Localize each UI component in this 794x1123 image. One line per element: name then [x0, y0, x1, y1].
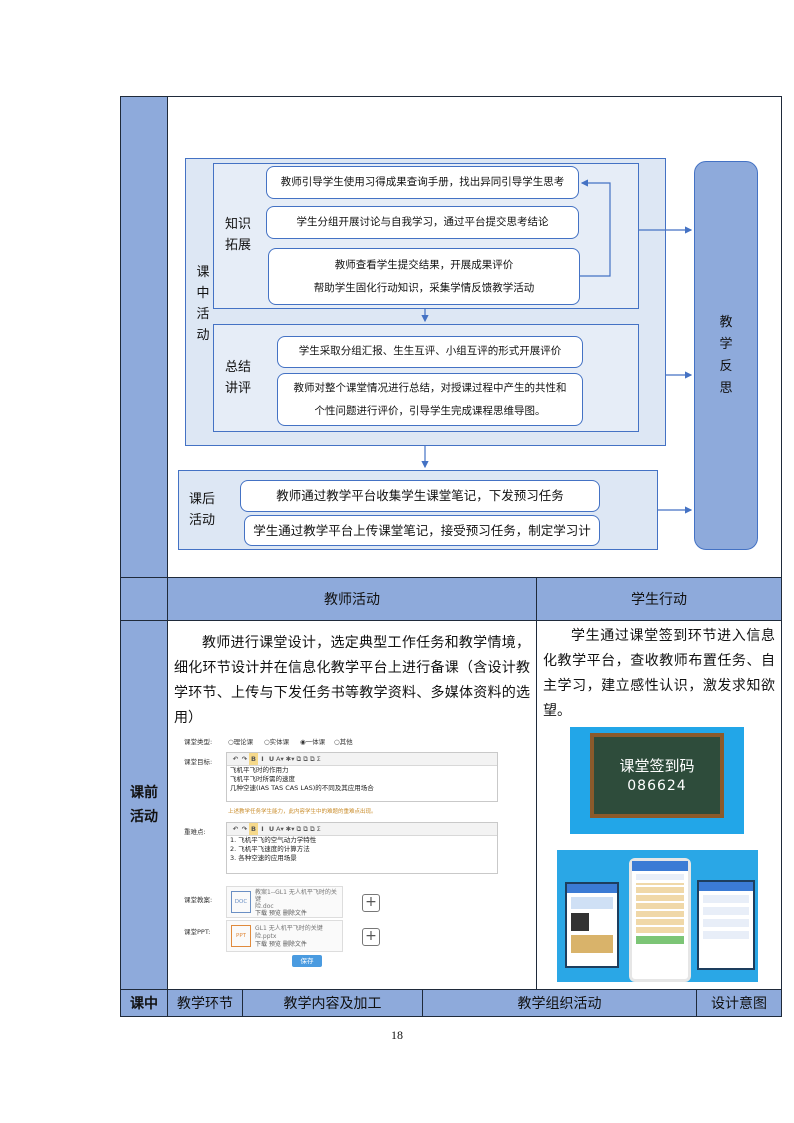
key-line-2: 2. 飞机平飞速度的计算方法	[230, 845, 310, 853]
key-points-label: 重难点:	[184, 828, 206, 836]
after-class-label: 课后 活动	[188, 492, 215, 528]
flow-box-5: 教师对整个课堂情况进行总结，对授课过程中产生的共性和 个性问题进行评价，引导学生…	[277, 373, 583, 426]
bottom-col-content: 教学内容及加工	[242, 989, 423, 1017]
left-column-header	[120, 577, 168, 621]
italic-icon[interactable]: I	[261, 825, 264, 833]
lesson-plan-filename: 教案1--GL1 无人机平飞时的关键	[255, 889, 337, 903]
bottom-col-organization: 教学组织活动	[422, 989, 697, 1017]
reflection-label: 教 学 反 思	[719, 314, 733, 396]
type-option-3[interactable]: ◉一体课	[300, 738, 326, 746]
in-class-label: 课 中 活 动	[196, 265, 210, 343]
type-option-2[interactable]: ○实体课	[264, 738, 290, 746]
doc-icon: DOC	[231, 891, 251, 913]
ppt-actions[interactable]: 下载 预览 删除文件	[255, 941, 307, 948]
redo-icon[interactable]: ↷	[241, 755, 248, 763]
student-action-header: 学生行动	[536, 577, 782, 621]
goal-hint: 上述教学任务学生能力，此内容学生中的难题的重难点出现。	[228, 809, 377, 815]
teacher-activity-header-text: 教师活动	[324, 592, 380, 608]
summary-label: 总结 讲评	[224, 360, 251, 396]
lesson-plan-file[interactable]: DOC 教案1--GL1 无人机平飞时的关键 险.doc 下载 预览 删除文件	[226, 886, 343, 918]
type-option-4[interactable]: ○其他	[334, 738, 353, 746]
diagram-arrows	[421, 179, 693, 514]
flow-box-7-text: 学生通过教学平台上传课堂笔记，接受预习任务，制定学习计	[253, 522, 591, 538]
student-action-header-text: 学生行动	[631, 592, 687, 608]
flow-box-2-text: 学生分组开展讨论与自我学习，通过平台提交思考结论	[296, 215, 549, 228]
flow-box-3-text: 教师查看学生提交结果，开展成果评价 帮助学生固化行动知识，采集学情反馈教学活动	[313, 259, 535, 294]
lesson-plan-actions[interactable]: 下载 预览 删除文件	[255, 910, 307, 917]
flow-box-7: 学生通过教学平台上传课堂笔记，接受预习任务，制定学习计	[244, 515, 600, 546]
underline-icon[interactable]: U	[268, 755, 275, 763]
bold-icon[interactable]: B	[249, 753, 258, 765]
teacher-activity-header: 教师活动	[167, 577, 537, 621]
bold-icon[interactable]: B	[249, 823, 258, 835]
signin-blackboard: 课堂签到码 086624	[590, 733, 724, 818]
feedback-arrow	[580, 179, 611, 277]
redo-icon[interactable]: ↷	[241, 825, 248, 833]
undo-icon[interactable]: ↶	[232, 825, 239, 833]
knowledge-label: 知识 拓展	[224, 217, 251, 253]
goal-line-2: 飞机平飞时所需的速度	[230, 775, 295, 783]
phone-right	[697, 880, 755, 970]
lesson-plan-filename-2: 险.doc	[255, 903, 274, 910]
undo-icon[interactable]: ↶	[232, 755, 239, 763]
reflection-box: 教 学 反 思	[694, 161, 758, 550]
bottom-col-intent: 设计意图	[696, 989, 782, 1017]
student-action-text: 学生通过课堂签到环节进入信息化教学平台，查收教师布置任务、自主学习，建立感性认识…	[543, 624, 775, 724]
bottom-col-organization-text: 教学组织活动	[517, 996, 602, 1012]
goal-label: 课堂目标:	[184, 758, 213, 766]
goal-line-3: 几种空速(IAS TAS CAS LAS)的不同及其应用场合	[230, 784, 374, 792]
phone-left	[565, 882, 619, 968]
student-action-paragraph: 学生通过课堂签到环节进入信息化教学平台，查收教师布置任务、自主学习，建立感性认识…	[543, 628, 775, 719]
type-option-1[interactable]: ○理论课	[228, 738, 254, 746]
ppt-filename: GL1 无人机平飞时的关键险.pptx	[255, 925, 323, 940]
teacher-activity-paragraph: 教师进行课堂设计，选定典型工作任务和教学情境，细化环节设计并在信息化教学平台上进…	[174, 635, 530, 726]
bottom-row-label: 课中	[120, 989, 168, 1017]
lesson-plan-label: 课堂教案:	[184, 896, 213, 904]
bottom-col-intent-text: 设计意图	[711, 996, 767, 1012]
page-number: 18	[391, 1028, 403, 1042]
ppt-label: 课堂PPT:	[184, 928, 211, 936]
flow-box-6: 教师通过教学平台收集学生课堂笔记，下发预习任务	[240, 480, 600, 512]
underline-icon[interactable]: U	[268, 825, 275, 833]
bottom-col-stage-text: 教学环节	[177, 996, 233, 1012]
ppt-icon: PPT	[231, 925, 251, 947]
save-button[interactable]: 保存	[292, 955, 322, 967]
pre-class-label: 课前 活动	[130, 785, 158, 825]
add-plan-icon[interactable]: +	[362, 894, 380, 912]
bottom-col-content-text: 教学内容及加工	[283, 996, 382, 1012]
flow-box-1-text: 教师引导学生使用习得成果查询手册，找出异同引导学生思考	[280, 175, 565, 188]
add-ppt-icon[interactable]: +	[362, 928, 380, 946]
flow-box-5-text: 教师对整个课堂情况进行总结，对授课过程中产生的共性和 个性问题进行评价，引导学生…	[293, 382, 567, 417]
flow-box-6-text: 教师通过教学平台收集学生课堂笔记，下发预习任务	[276, 488, 564, 504]
bottom-label-text: 课中	[130, 996, 158, 1012]
signin-title: 课堂签到码	[619, 756, 695, 775]
teacher-activity-text: 教师进行课堂设计，选定典型工作任务和教学情境，细化环节设计并在信息化教学平台上进…	[174, 631, 530, 731]
flow-box-4: 学生采取分组汇报、生生互评、小组互评的形式开展评价	[277, 336, 583, 368]
flow-box-4-text: 学生采取分组汇报、生生互评、小组互评的形式开展评价	[298, 345, 562, 358]
flow-box-2: 学生分组开展讨论与自我学习，通过平台提交思考结论	[266, 206, 579, 239]
left-column-top	[120, 96, 168, 578]
qr-code-icon	[571, 913, 589, 931]
key-toolbar-more[interactable]: A▾ ✱▾ ⧉ ⧉ ⧉ Σ	[276, 825, 321, 833]
goal-line-1: 飞机平飞时的作用力	[230, 766, 289, 774]
flow-box-1: 教师引导学生使用习得成果查询手册，找出异同引导学生思考	[266, 166, 579, 199]
app-screenshot	[557, 850, 758, 982]
bottom-col-stage: 教学环节	[167, 989, 243, 1017]
flow-box-3: 教师查看学生提交结果，开展成果评价 帮助学生固化行动知识，采集学情反馈教学活动	[268, 248, 580, 305]
pre-class-label-cell: 课前 活动	[120, 620, 168, 990]
key-line-3: 3. 各种空速的应用场景	[230, 854, 297, 862]
type-label: 课堂类型:	[184, 738, 213, 746]
ppt-file[interactable]: PPT GL1 无人机平飞时的关键险.pptx 下载 预览 删除文件	[226, 920, 343, 952]
phone-center	[629, 858, 691, 982]
goal-toolbar-more[interactable]: A▾ ✱▾ ⧉ ⧉ ⧉ Σ	[276, 755, 321, 763]
key-line-1: 1. 飞机平飞的空气动力学特性	[230, 836, 317, 844]
signin-code: 086624	[627, 777, 687, 794]
italic-icon[interactable]: I	[261, 755, 264, 763]
